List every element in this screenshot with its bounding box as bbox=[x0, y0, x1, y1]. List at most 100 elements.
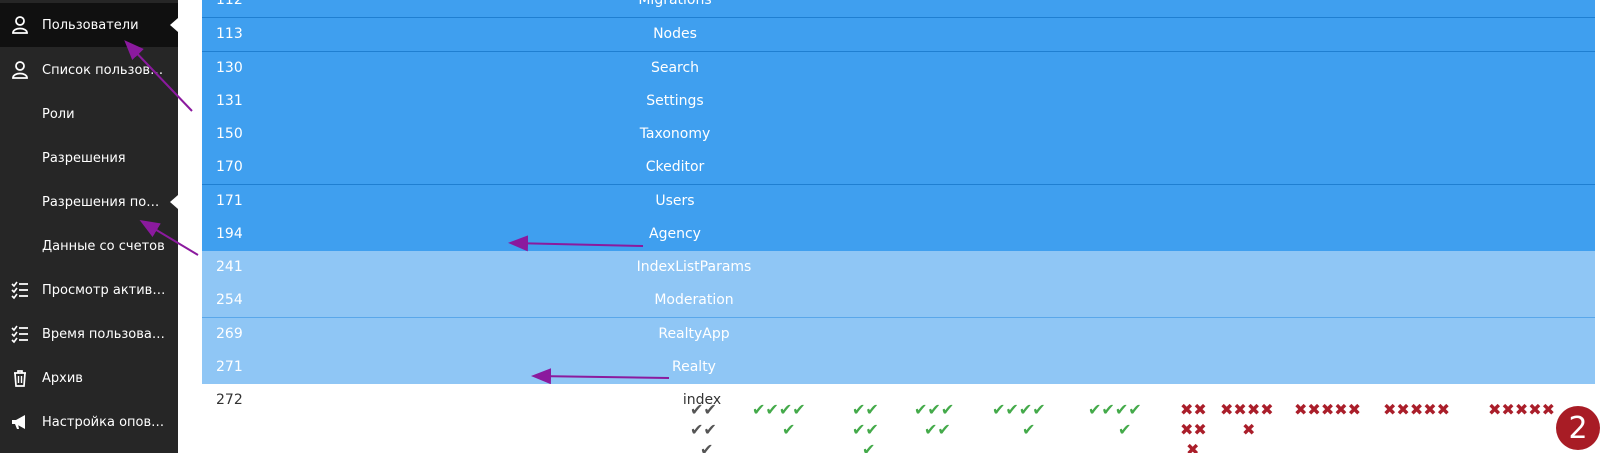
table-row[interactable]: 272 index bbox=[202, 384, 1595, 453]
permission-marks-group-7: ✖✖ ✖✖ ✖ bbox=[1180, 400, 1207, 453]
sidebar-item-label: Архив bbox=[42, 370, 83, 386]
row-id: 254 bbox=[216, 292, 243, 308]
table-row[interactable]: 194 Agency bbox=[202, 218, 1595, 252]
table-row[interactable]: 271 Realty bbox=[202, 351, 1595, 385]
sidebar-item-label: Просмотр активности bbox=[42, 282, 166, 298]
row-name: Nodes bbox=[653, 26, 697, 42]
cross-icon[interactable]: ✖✖✖✖✖ bbox=[1383, 400, 1451, 419]
row-name: Users bbox=[655, 193, 695, 209]
row-id: 150 bbox=[216, 126, 243, 142]
check-icon[interactable]: ✔✔✔✔ bbox=[992, 400, 1046, 419]
row-id: 170 bbox=[216, 159, 243, 175]
row-name: index bbox=[682, 392, 722, 408]
permission-marks-group-2: ✔✔✔✔ ✔ bbox=[752, 400, 806, 453]
sidebar-item-permissions[interactable]: Разрешения bbox=[0, 136, 178, 180]
row-name: RealtyApp bbox=[658, 326, 730, 342]
user-icon bbox=[12, 61, 28, 79]
sidebar-item-user-time[interactable]: Время пользователей bbox=[0, 312, 178, 356]
permission-marks-group-8: ✖✖✖✖ ✖ bbox=[1220, 400, 1274, 453]
permission-marks-group-3: ✔✔ ✔✔ ✔ bbox=[852, 400, 879, 453]
row-name: Moderation bbox=[654, 292, 734, 308]
check-icon[interactable]: ✔ bbox=[700, 440, 714, 453]
table-row[interactable]: 112 Migrations bbox=[202, 0, 1595, 18]
sidebar-item-label: Разрешения bbox=[42, 150, 126, 166]
table-row[interactable]: 170 Ckeditor bbox=[202, 151, 1595, 185]
megaphone-icon bbox=[12, 415, 25, 429]
row-name: Settings bbox=[646, 93, 704, 109]
permission-marks-group-4: ✔✔✔ ✔✔ bbox=[914, 400, 954, 453]
sidebar-item-user-permissions[interactable]: Разрешения пользователей bbox=[0, 180, 178, 224]
check-icon[interactable]: ✔✔ bbox=[852, 400, 879, 419]
sidebar-item-roles[interactable]: Роли bbox=[0, 92, 178, 136]
permission-marks-group-11: ✖✖✖✖✖ bbox=[1488, 400, 1555, 453]
table-row[interactable]: 241 IndexListParams bbox=[202, 251, 1595, 285]
check-icon[interactable]: ✔✔✔✔ bbox=[1088, 400, 1142, 419]
sidebar-item-label: Данные со счетов bbox=[42, 238, 165, 254]
check-icon[interactable]: ✔✔ bbox=[690, 420, 717, 439]
row-name: Ckeditor bbox=[645, 159, 705, 175]
sidebar-item-label: Пользователи bbox=[42, 17, 139, 33]
table-row[interactable]: 254 Moderation bbox=[202, 284, 1595, 318]
sidebar-item-label: Настройка оповещений bbox=[42, 414, 166, 430]
active-caret bbox=[170, 195, 178, 209]
table-row[interactable]: 171 Users bbox=[202, 185, 1595, 219]
permission-marks-group-6: ✔✔✔✔ ✔ bbox=[1088, 400, 1142, 453]
permission-marks-group-9: ✖✖✖✖✖ bbox=[1294, 400, 1361, 453]
row-id: 271 bbox=[216, 359, 243, 375]
row-name: Taxonomy bbox=[639, 126, 711, 142]
row-name: IndexListParams bbox=[636, 259, 752, 275]
step-number-badge: 2 bbox=[1556, 406, 1600, 450]
sidebar-item-label: Список пользователей bbox=[42, 62, 166, 78]
row-name: Search bbox=[650, 60, 700, 76]
permission-marks-group-10: ✖✖✖✖✖ bbox=[1383, 400, 1450, 453]
checklist-icon bbox=[11, 325, 28, 344]
row-id: 269 bbox=[216, 326, 243, 342]
row-id: 130 bbox=[216, 60, 243, 76]
row-name: Agency bbox=[649, 226, 701, 242]
cross-icon[interactable]: ✖✖ bbox=[1180, 420, 1207, 439]
table-row[interactable]: 131 Settings bbox=[202, 85, 1595, 119]
check-icon[interactable]: ✔ bbox=[862, 440, 876, 453]
row-id: 272 bbox=[216, 392, 243, 408]
sidebar-item-label: Время пользователей bbox=[42, 326, 166, 342]
check-icon[interactable]: ✔✔✔✔ bbox=[752, 400, 806, 419]
row-id: 241 bbox=[216, 259, 243, 275]
row-id: 131 bbox=[216, 93, 243, 109]
cross-icon[interactable]: ✖✖ bbox=[1180, 400, 1207, 419]
row-id: 171 bbox=[216, 193, 243, 209]
permission-marks-group-1: ✔✔ ✔✔ ✔ bbox=[690, 400, 717, 453]
row-id: 194 bbox=[216, 226, 243, 242]
sidebar-item-label: Роли bbox=[42, 106, 75, 122]
active-caret bbox=[170, 18, 178, 32]
table-row[interactable]: 113 Nodes bbox=[202, 18, 1595, 52]
cross-icon[interactable]: ✖ bbox=[1242, 420, 1256, 439]
cross-icon[interactable]: ✖✖✖✖ bbox=[1220, 400, 1274, 419]
check-icon[interactable]: ✔✔ bbox=[690, 400, 717, 419]
check-icon[interactable]: ✔✔ bbox=[852, 420, 879, 439]
sidebar-item-activity[interactable]: Просмотр активности bbox=[0, 268, 178, 312]
cross-icon[interactable]: ✖ bbox=[1186, 440, 1200, 453]
permission-marks-group-5: ✔✔✔✔ ✔ bbox=[992, 400, 1046, 453]
check-icon[interactable]: ✔ bbox=[782, 420, 796, 439]
row-name: Migrations bbox=[638, 0, 712, 8]
sidebar-item-account-data[interactable]: Данные со счетов bbox=[0, 224, 178, 268]
sidebar-item-notifications[interactable]: Настройка оповещений bbox=[0, 400, 178, 444]
sidebar-item-users[interactable]: Пользователи bbox=[0, 3, 178, 47]
sidebar-item-user-list[interactable]: Список пользователей bbox=[0, 48, 178, 92]
sidebar-item-archive[interactable]: Архив bbox=[0, 356, 178, 400]
row-id: 113 bbox=[216, 26, 243, 42]
check-icon[interactable]: ✔✔✔ bbox=[914, 400, 955, 419]
sidebar: Пользователи Список пользователей Роли Р… bbox=[0, 0, 178, 453]
sidebar-item-label: Разрешения пользователей bbox=[42, 194, 166, 210]
cross-icon[interactable]: ✖✖✖✖✖ bbox=[1488, 400, 1556, 419]
trash-icon bbox=[14, 370, 26, 387]
row-id: 112 bbox=[216, 0, 243, 8]
checklist-icon bbox=[11, 281, 28, 300]
cross-icon[interactable]: ✖✖✖✖✖ bbox=[1294, 400, 1362, 419]
table-row[interactable]: 269 RealtyApp bbox=[202, 318, 1595, 352]
table-row[interactable]: 130 Search bbox=[202, 52, 1595, 86]
check-icon[interactable]: ✔ bbox=[1022, 420, 1036, 439]
check-icon[interactable]: ✔ bbox=[1118, 420, 1132, 439]
check-icon[interactable]: ✔✔ bbox=[924, 420, 951, 439]
table-row[interactable]: 150 Taxonomy bbox=[202, 118, 1595, 152]
